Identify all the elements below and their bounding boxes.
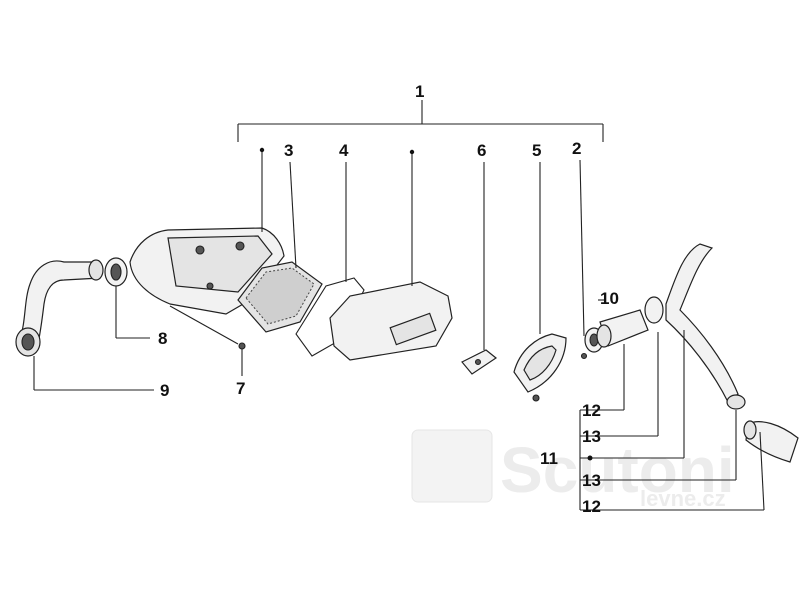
callout-7: 7 [236, 379, 245, 398]
callout-labels: 1 2 3 4 5 6 7 8 9 10 11 12 13 13 12 [158, 82, 619, 516]
callout-12-upper: 12 [582, 401, 601, 420]
watermark-logo-box [411, 429, 493, 503]
gasket-4 [295, 277, 365, 357]
watermark-brand: Scutoni [500, 434, 735, 506]
duct-5 [513, 333, 567, 402]
watermark-subline: levne.cz [640, 486, 726, 511]
seal-6 [461, 349, 498, 375]
callout-11: 11 [540, 449, 558, 468]
callout-12-lower: 12 [582, 497, 601, 516]
leader-lines [33, 147, 765, 511]
filter-element-3 [237, 261, 323, 333]
callout-6: 6 [477, 141, 486, 160]
callout-9: 9 [160, 381, 169, 400]
callout-3: 3 [284, 141, 293, 160]
callout-5: 5 [532, 141, 541, 160]
callout-13-lower: 13 [582, 471, 601, 490]
clamp-8 [104, 257, 128, 287]
callout-2: 2 [572, 139, 581, 158]
watermark: Scutoni levne.cz [411, 429, 735, 511]
filter-cover [329, 281, 453, 361]
screw-7 [238, 342, 246, 376]
callout-13-upper: 13 [582, 427, 601, 446]
group-1-bracket [237, 100, 604, 142]
callout-10: 10 [600, 289, 619, 308]
callout-4: 4 [339, 141, 349, 160]
callout-8: 8 [158, 329, 167, 348]
callout-1: 1 [415, 82, 424, 101]
connector-10 [580, 296, 664, 360]
outlet-hose [665, 243, 799, 463]
intake-hose-9 [15, 259, 104, 357]
